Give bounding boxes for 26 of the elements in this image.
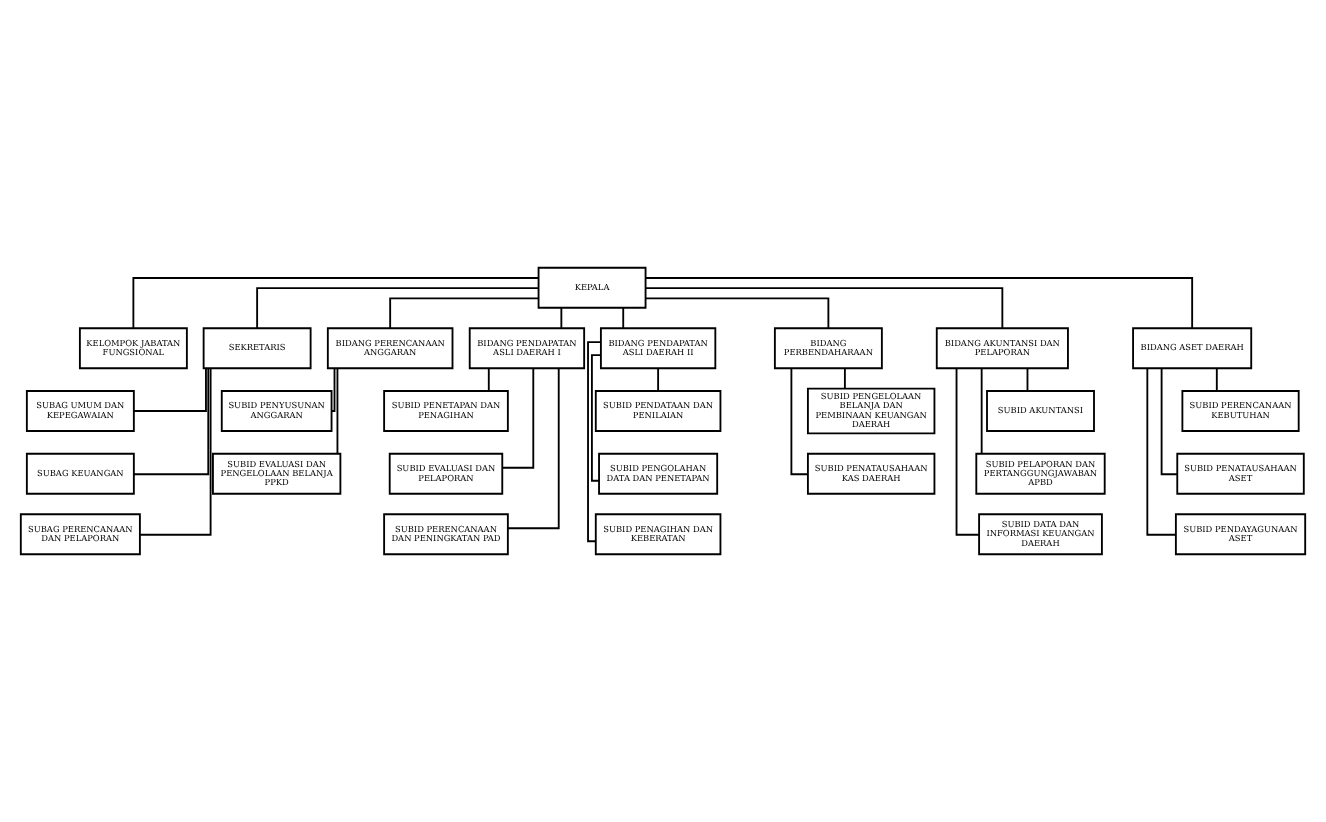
connector bbox=[980, 367, 983, 455]
connector bbox=[644, 277, 1194, 329]
connector bbox=[560, 306, 563, 329]
connector bbox=[587, 341, 602, 543]
connector bbox=[330, 367, 336, 412]
connector bbox=[843, 367, 846, 390]
connector bbox=[1160, 367, 1179, 476]
connector bbox=[590, 354, 602, 482]
connector bbox=[132, 367, 210, 476]
connector bbox=[622, 306, 625, 329]
connector bbox=[389, 297, 540, 329]
connector bbox=[336, 367, 339, 455]
connector bbox=[139, 367, 212, 536]
connector bbox=[1026, 367, 1029, 392]
connector bbox=[507, 367, 560, 530]
connector bbox=[1215, 367, 1218, 392]
connector bbox=[644, 297, 830, 329]
connector bbox=[256, 287, 540, 329]
connector bbox=[657, 367, 660, 392]
connector bbox=[1146, 367, 1177, 536]
connector bbox=[487, 367, 490, 392]
connector bbox=[132, 277, 540, 329]
connector bbox=[644, 287, 1004, 329]
connector bbox=[790, 367, 809, 476]
connector bbox=[133, 367, 207, 412]
connector bbox=[501, 367, 535, 469]
